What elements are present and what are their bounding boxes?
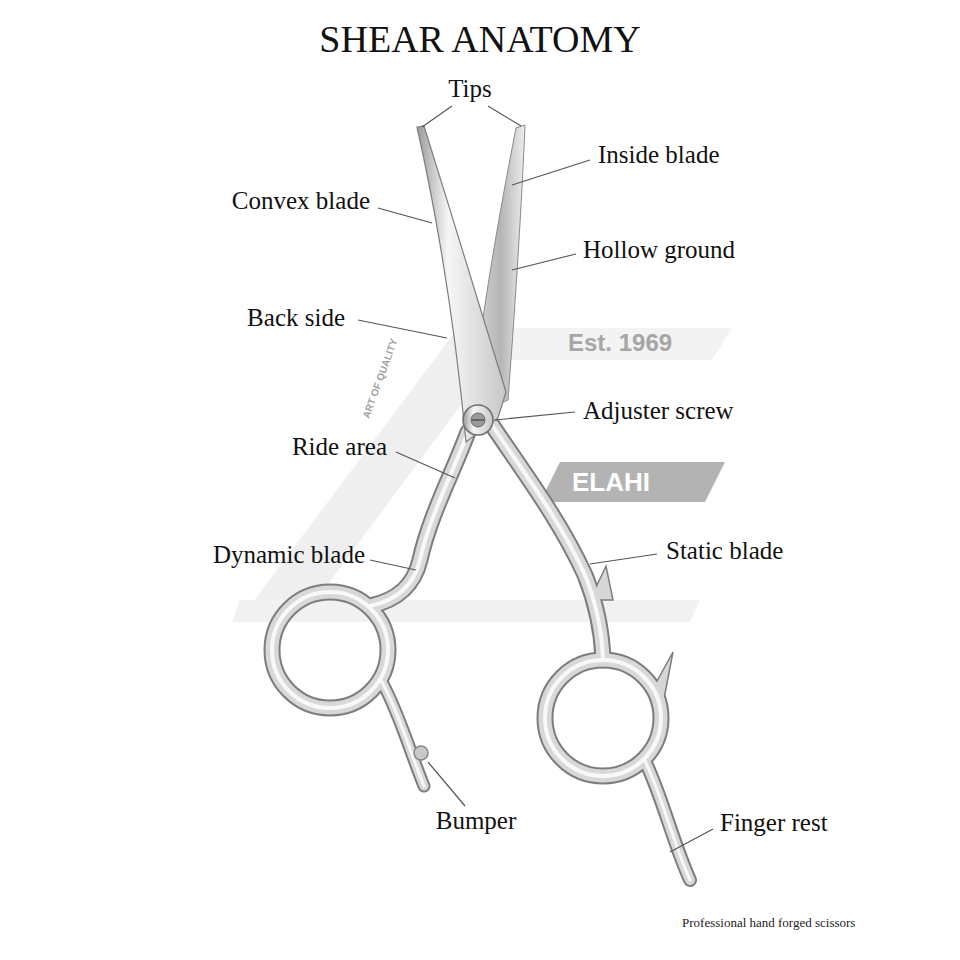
part-label: Convex blade (232, 187, 370, 215)
leader-line (422, 106, 452, 127)
title: SHEAR ANATOMY (319, 19, 640, 61)
leader-line (396, 452, 455, 478)
convex-blade (417, 126, 506, 442)
bumper (414, 746, 428, 760)
part-label: Adjuster screw (583, 397, 734, 425)
leader-line (358, 320, 447, 338)
leader-line (370, 560, 416, 570)
watermark-band (480, 328, 732, 360)
watermark-text: ART OF QUALITY (360, 337, 399, 420)
part-label: Inside blade (598, 141, 719, 169)
leader-line (670, 829, 713, 852)
adjuster-screw (463, 405, 493, 435)
leader-line (512, 160, 590, 185)
part-label: Bumper (436, 807, 517, 835)
leader-line (428, 762, 465, 806)
part-label: Static blade (666, 537, 783, 565)
part-label: Dynamic blade (213, 541, 365, 569)
watermark-text: Est. 1969 (568, 330, 672, 356)
leader-lines (358, 106, 713, 852)
leader-line (378, 208, 432, 223)
part-label: Tips (448, 75, 492, 103)
leader-line (590, 554, 657, 564)
watermark-text: ELAHI (572, 468, 650, 497)
dynamic-handle (272, 432, 468, 786)
part-label: Ride area (292, 433, 387, 461)
part-label: Hollow ground (583, 236, 735, 264)
part-label: Back side (247, 304, 345, 332)
static-handle (492, 425, 690, 880)
leader-line (495, 412, 575, 420)
leader-line (512, 254, 576, 270)
caption: Professional hand forged scissors (682, 916, 855, 930)
watermark-band (540, 462, 725, 502)
leader-line (488, 106, 521, 126)
part-label: Finger rest (720, 809, 828, 837)
